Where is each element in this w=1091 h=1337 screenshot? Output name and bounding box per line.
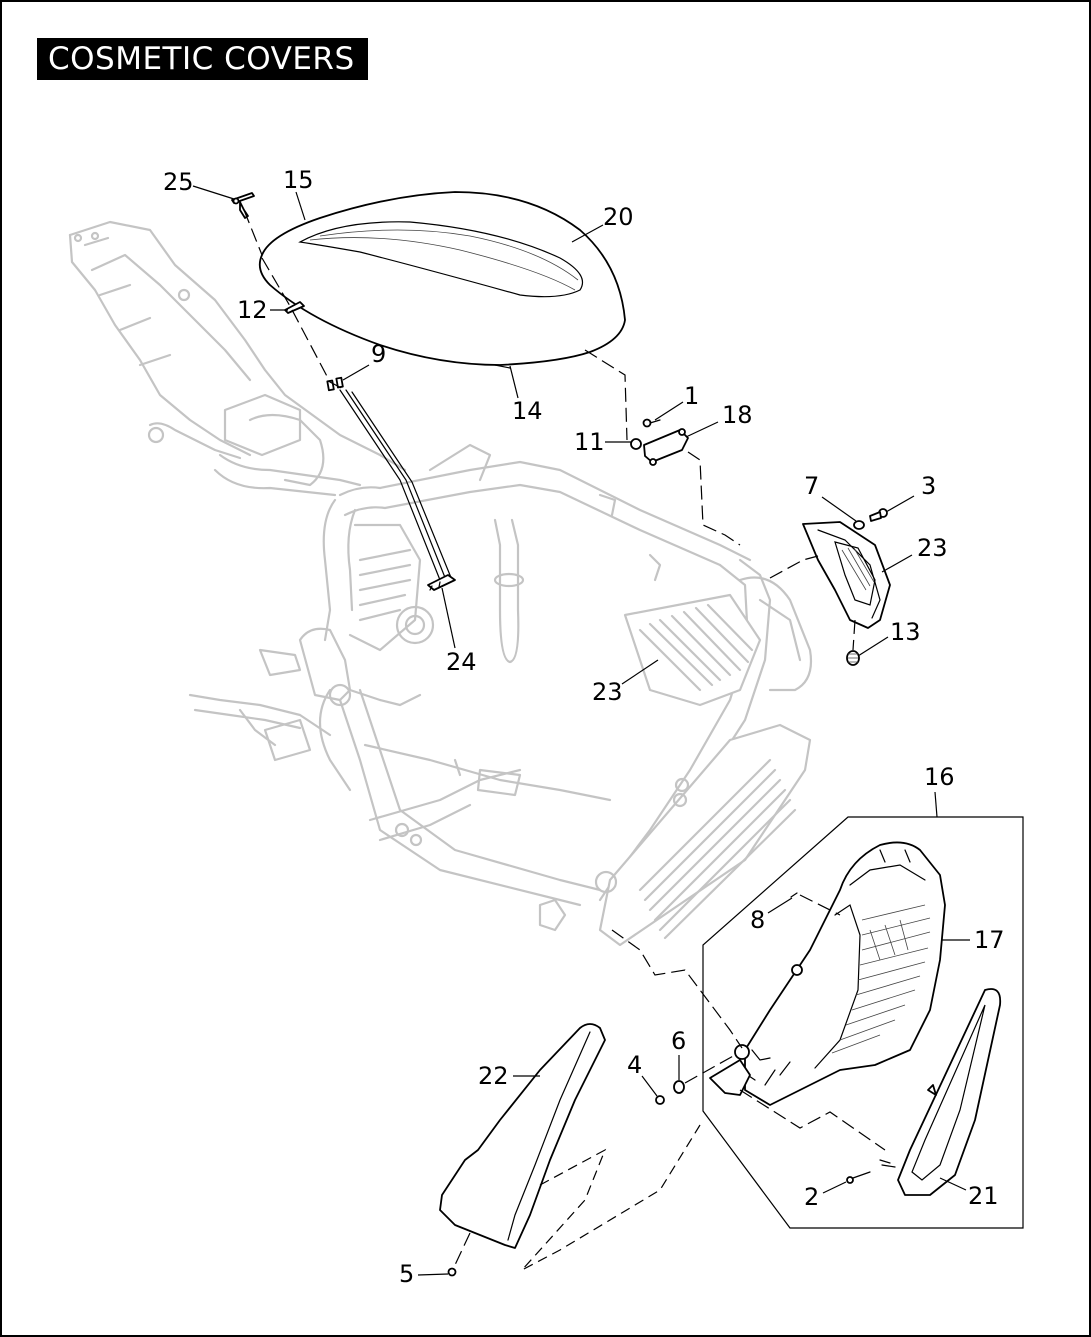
callout-7: 7 [804,472,819,500]
callout-13: 13 [890,618,921,646]
callout-16: 16 [924,763,955,791]
front-cover-part-17 [709,841,946,1106]
screw-part-2 [846,1171,871,1184]
callout-4: 4 [627,1051,642,1079]
pin-part-25 [231,192,255,219]
leader-lines [192,185,970,1276]
assembly-lines [243,209,886,1271]
nut-part-11 [630,438,642,450]
motorcycle-frame [68,220,813,947]
bracket-part-18 [643,428,689,466]
cable-bracket-part-24 [339,389,456,591]
screw-part-5 [447,1267,457,1277]
callout-11: 11 [574,428,605,456]
callout-15: 15 [283,166,314,194]
callout-22: 22 [478,1062,509,1090]
callout-25: 25 [163,168,194,196]
callout-1: 1 [684,382,699,410]
callout-18: 18 [722,401,753,429]
callout-20: 20 [603,203,634,231]
screw-part-1 [642,418,661,428]
side-cover-part-23-right [802,521,891,629]
callout-21: 21 [968,1182,999,1210]
callout-5: 5 [399,1260,414,1288]
callout-9: 9 [371,340,386,368]
kit-box-part-16 [702,816,1024,1229]
callout-17: 17 [974,926,1005,954]
callout-14: 14 [512,397,543,425]
page-title: COSMETIC COVERS [37,38,368,80]
callout-23-right: 23 [917,534,948,562]
callout-3: 3 [921,472,936,500]
washer-part-7 [853,520,865,530]
clip-part-12 [284,301,305,314]
grommet-part-13 [846,650,860,666]
seat-cowl-part-15 [258,191,626,369]
callout-labels: 25 15 20 12 9 14 1 11 18 7 3 23 13 24 23… [163,166,1005,1288]
callout-6: 6 [671,1027,686,1055]
bolt-part-3 [869,508,888,522]
callout-24: 24 [446,648,477,676]
nut-part-4 [655,1095,665,1105]
washer-part-6 [673,1080,685,1094]
callout-8: 8 [750,906,765,934]
callout-2: 2 [804,1183,819,1211]
lower-cover-part-22 [439,1023,606,1249]
trim-part-21 [879,988,1002,1196]
screw-part-8 [790,892,798,898]
callout-12: 12 [237,296,268,324]
clips-part-9 [326,376,344,392]
callout-23-left: 23 [592,678,623,706]
